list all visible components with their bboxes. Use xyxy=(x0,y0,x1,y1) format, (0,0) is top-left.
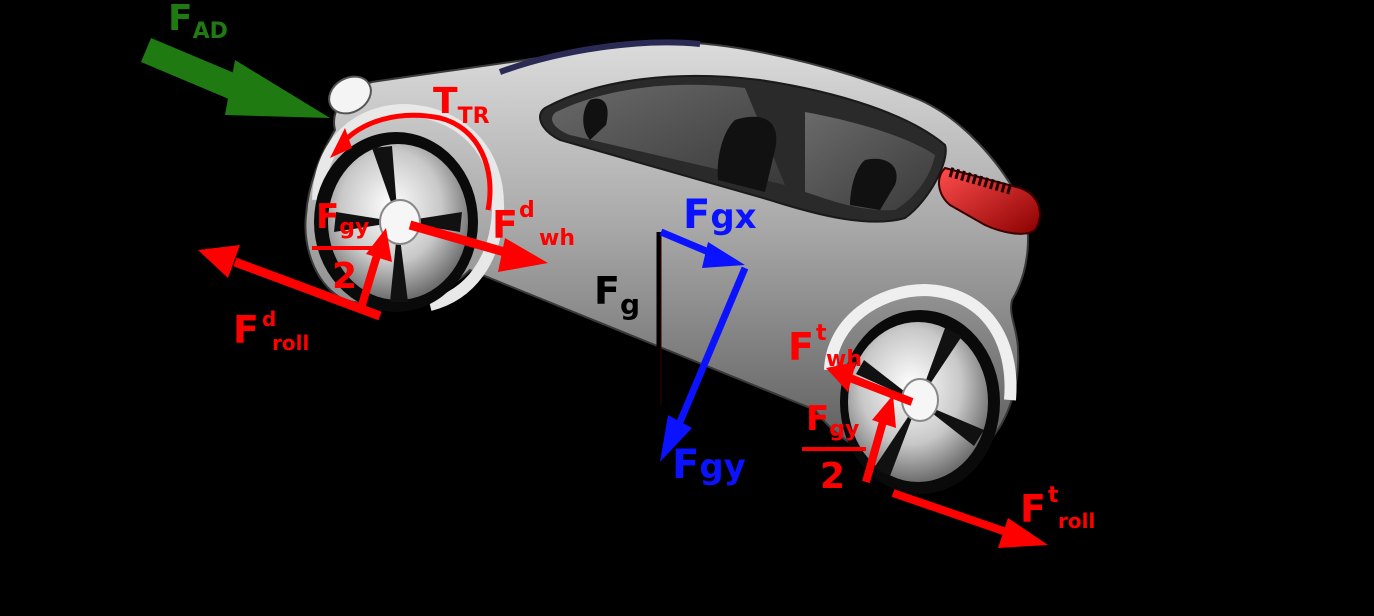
front-wheel xyxy=(314,132,478,312)
torque-arrow xyxy=(330,112,493,211)
label-front-half-gy-num: Fgy xyxy=(316,197,369,240)
label-rear-wheel-force-sup: t xyxy=(816,321,827,346)
label-rear-roll-force-sup: t xyxy=(1048,483,1059,508)
rear-wheel-arch xyxy=(824,283,1017,401)
tail-light-grille xyxy=(948,167,1014,195)
label-aero: FAD xyxy=(168,0,228,44)
label-front-wheel-force-sup: d xyxy=(519,198,535,223)
front-roll-force-arrow xyxy=(198,245,382,321)
label-rear-wheel-force: F xyxy=(788,325,814,369)
label-rear-wheel-force-sub: wh xyxy=(826,347,862,372)
label-front-wheel-force: F xyxy=(492,203,518,247)
label-front-roll-force-sub: roll xyxy=(272,331,309,355)
label-rear-half-gy-num: Fgy xyxy=(806,399,859,442)
rear-half-gy-arrow xyxy=(862,395,896,484)
label-gravity: Fg xyxy=(594,269,640,321)
front-seat xyxy=(583,98,608,140)
rear-wheel-force-arrow xyxy=(826,362,914,406)
gravity-x-arrow xyxy=(659,228,745,268)
label-front-roll-force-sup: d xyxy=(262,307,276,331)
rear-seat-1 xyxy=(717,116,777,192)
front-wheel-force-arrow xyxy=(408,220,548,272)
gravity-arrow xyxy=(656,232,662,405)
aero-force-arrow xyxy=(140,38,330,118)
label-front-half-gy-den: 2 xyxy=(332,256,357,297)
car xyxy=(304,39,1041,494)
headlight xyxy=(328,75,372,115)
label-torque: TTR xyxy=(433,81,490,129)
roof-line xyxy=(498,39,701,75)
label-rear-roll-force: F xyxy=(1020,487,1046,531)
label-rear-roll-force-sub: roll xyxy=(1058,509,1095,533)
label-gravity-x: Fgx xyxy=(683,192,757,238)
rear-seat-2 xyxy=(850,158,897,210)
label-front-roll-force: F xyxy=(233,308,259,352)
rear-roll-force-arrow xyxy=(891,489,1048,548)
label-gravity-y: Fgy xyxy=(672,442,746,488)
label-front-wheel-force-sub: wh xyxy=(539,226,575,251)
tail-light xyxy=(938,166,1041,235)
front-half-gy-arrow xyxy=(358,228,392,307)
rear-wheel xyxy=(840,310,1000,494)
gravity-y-arrow xyxy=(660,266,749,462)
label-rear-half-gy-den: 2 xyxy=(820,456,845,497)
